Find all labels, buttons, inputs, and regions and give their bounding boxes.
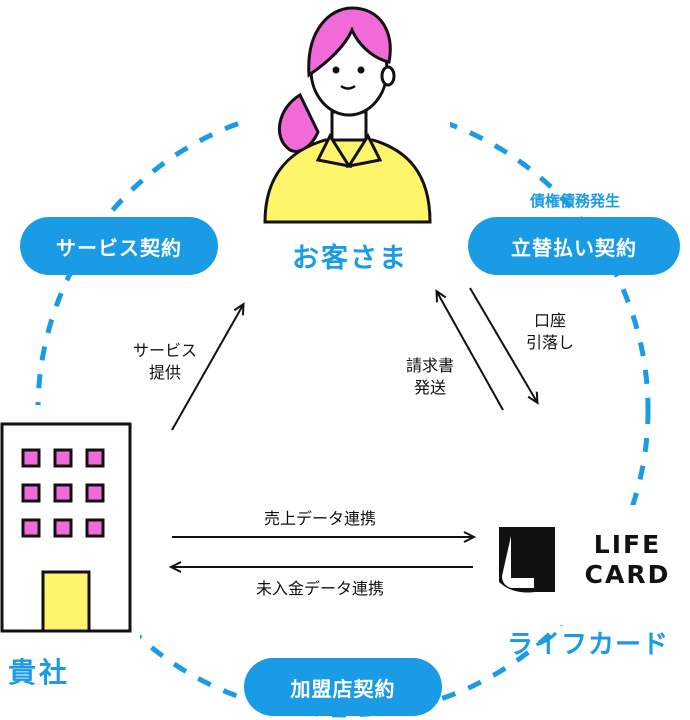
- service-provision-arrow: [171, 302, 245, 431]
- invoice-arrow: [435, 289, 504, 411]
- debit-label: 口座 引落し: [505, 310, 595, 354]
- invoice-line-1: 請求書: [405, 356, 454, 375]
- card-company-label: ライフカード: [506, 630, 669, 660]
- merchant-contract-badge: 加盟店契約: [244, 658, 442, 716]
- company-label: 貴社: [8, 656, 71, 689]
- service-contract-badge: サービス契約: [20, 217, 218, 275]
- deferred-payment-contract-badge: 立替払い契約: [468, 217, 680, 275]
- lifecard-logo-icon: [499, 527, 555, 593]
- service-provision-line-1: サービス: [132, 341, 197, 360]
- invoice-line-2: 発送: [413, 378, 446, 397]
- unpaid-data-label: 未入金データ連携: [255, 579, 384, 598]
- debit-line-1: 口座: [533, 311, 566, 330]
- lifecard-logo-text: LIFE CARD: [575, 530, 680, 590]
- company-building-icon: [0, 422, 132, 633]
- debit-arrow: [469, 287, 539, 405]
- invoice-label: 請求書 発送: [385, 355, 475, 399]
- logo-line-1: LIFE: [593, 530, 662, 559]
- service-provision-line-2: 提供: [148, 363, 181, 382]
- logo-line-2: CARD: [584, 560, 671, 589]
- customer-label: お客さま: [292, 243, 408, 274]
- customer-illustration-icon: [263, 6, 432, 224]
- sales-data-label: 売上データ連携: [263, 509, 376, 528]
- debit-line-2: 引落し: [525, 333, 574, 352]
- service-provision-label: サービス 提供: [110, 340, 220, 384]
- debt-occurrence-note: 債権債務発生: [529, 192, 620, 210]
